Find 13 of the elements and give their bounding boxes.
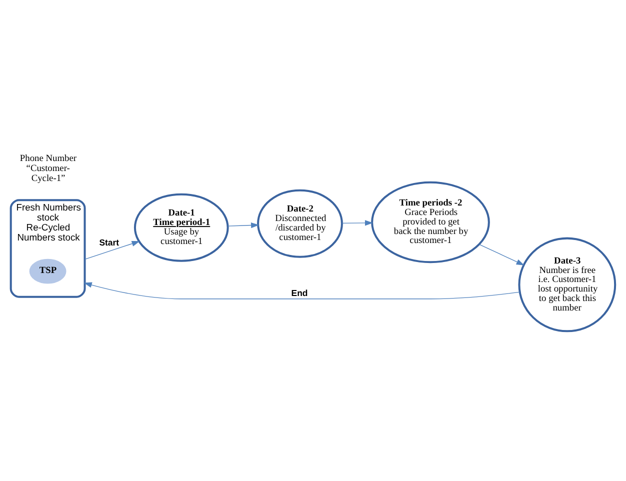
arrow [84, 282, 520, 299]
arrow [342, 220, 374, 226]
arrow [478, 244, 524, 265]
node-ellipse: Date-1 Time period-1 Usage by customer-1 [134, 192, 229, 262]
node-circle: Date-3 Number is free i.e. Customer-1 lost opportunity to get back this number [518, 236, 616, 332]
node-ellipse: Date-2 Disconnected /discarded by customer-1 [257, 188, 343, 258]
edge-label: Start [99, 236, 120, 247]
label: Phone Number “Customer- Cycle-1” [20, 153, 77, 184]
arrow [84, 240, 140, 260]
node-ellipse: Time periods -2 Grace Periods provided to get back the number by customer-1 [371, 180, 490, 263]
arrow [228, 222, 260, 228]
node-ellipse: TSP [29, 258, 66, 284]
edge-label: End [291, 287, 308, 298]
